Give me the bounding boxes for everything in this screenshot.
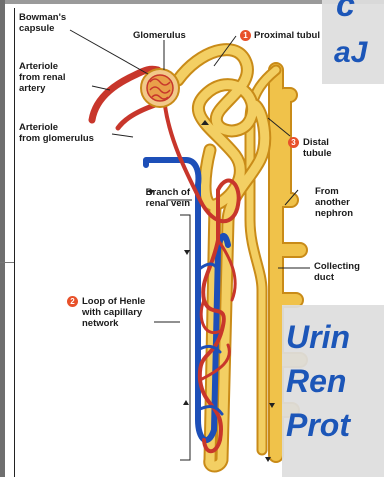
label-proximal-tubule-text: Proximal tubul	[254, 30, 320, 41]
label-collecting-duct: Collecting duct	[314, 261, 360, 283]
callout-bottom-line2: Ren	[286, 363, 346, 400]
marker-1: 1	[240, 30, 251, 41]
glomerulus	[141, 69, 179, 107]
marker-2: 2	[67, 296, 78, 307]
label-arteriole-from-renal-artery: Arteriole from renal artery	[19, 61, 65, 94]
callout-bottom: Urin Ren Prot	[282, 305, 384, 477]
label-glomerulus: Glomerulus	[133, 30, 186, 41]
callout-top: c aJ	[322, 0, 384, 84]
callout-bottom-line1: Urin	[286, 319, 350, 356]
label-branch-of-renal-vein: Branch of renal vein	[110, 187, 190, 209]
label-bowmans-capsule: Bowman's capsule	[19, 12, 66, 34]
label-arteriole-from-glomerulus: Arteriole from glomerulus	[19, 122, 94, 144]
callout-bottom-line3: Prot	[286, 407, 350, 444]
label-loop-of-henle-text: Loop of Henle with capillary network	[82, 296, 145, 329]
callout-top-line1: c	[336, 0, 355, 25]
marker-3: 3	[288, 137, 299, 148]
label-from-another-nephron: From another nephron	[315, 186, 353, 219]
callout-top-line2: aJ	[334, 36, 367, 70]
